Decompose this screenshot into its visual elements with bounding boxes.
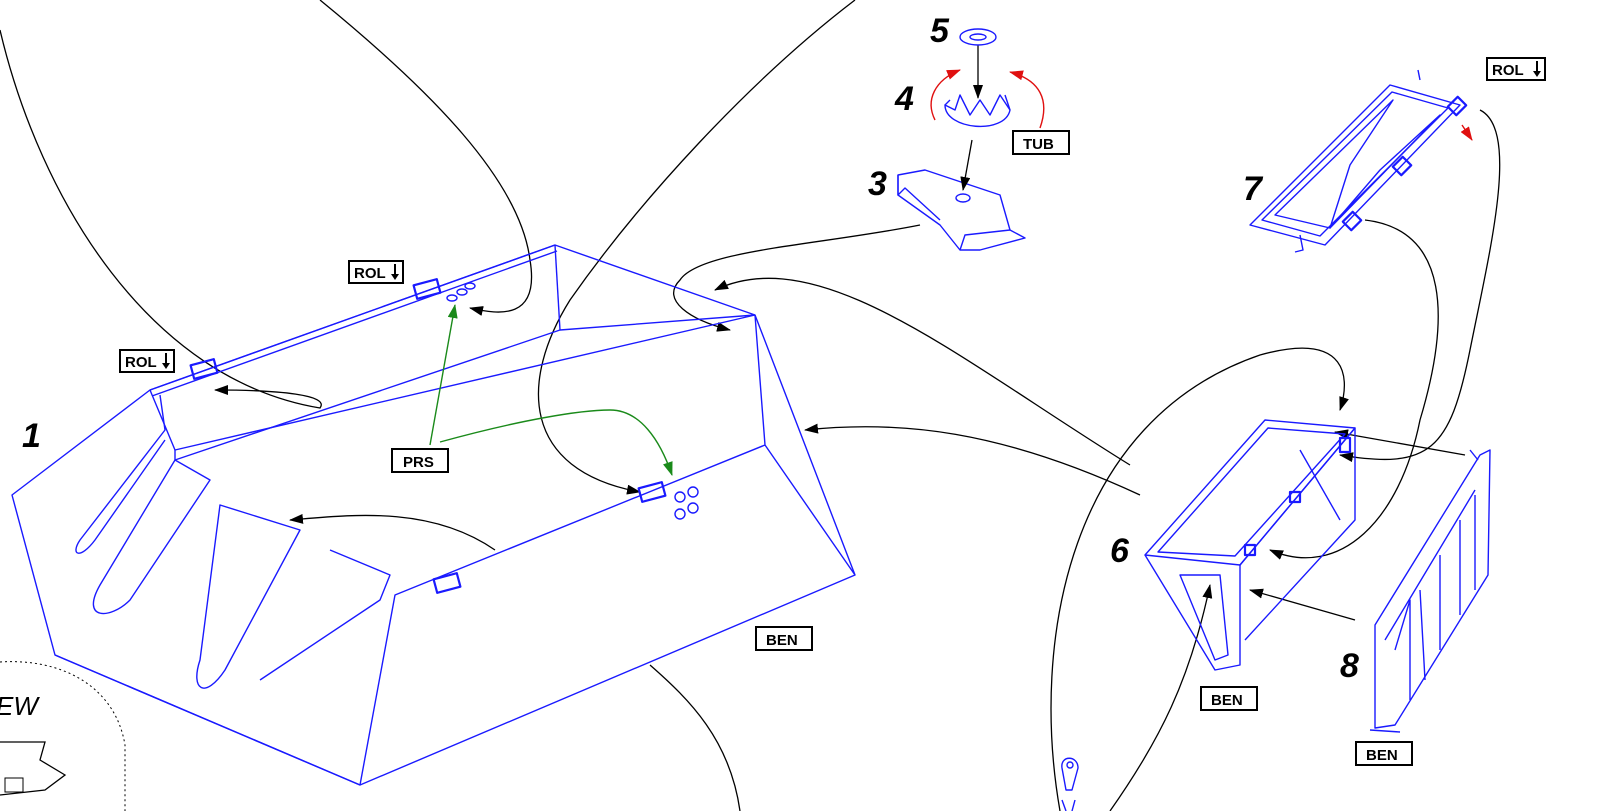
ben-badge-part6: BEN xyxy=(1200,686,1258,711)
tub-badge: TUB xyxy=(1012,130,1070,155)
part-number-1: 1 xyxy=(22,417,41,455)
press-arrows xyxy=(429,304,673,476)
rol-badge-mid: ROL xyxy=(348,260,404,284)
rol-badge-left: ROL xyxy=(119,349,175,373)
svg-text:TUB: TUB xyxy=(1023,136,1054,153)
view-label: EW xyxy=(0,691,40,721)
part-numbers: 1 3 4 5 6 7 8 xyxy=(22,12,1359,685)
svg-text:ROL: ROL xyxy=(354,265,386,282)
leader-curves xyxy=(0,0,1501,811)
svg-text:PRS: PRS xyxy=(403,454,434,471)
svg-text:BEN: BEN xyxy=(766,632,798,649)
part-7-frame xyxy=(1249,69,1473,253)
ben-badge-main: BEN xyxy=(755,626,813,651)
part-number-5: 5 xyxy=(930,12,950,50)
part-6-trough xyxy=(1144,419,1356,671)
latch-fragment xyxy=(1061,757,1079,811)
part-number-8: 8 xyxy=(1340,647,1359,685)
rol-badge-right: ROL xyxy=(1486,57,1546,81)
svg-text:BEN: BEN xyxy=(1366,747,1398,764)
view-inset: EW xyxy=(0,661,126,811)
part-4-clip xyxy=(930,45,1045,129)
svg-text:ROL: ROL xyxy=(1492,62,1524,79)
prs-badge: PRS xyxy=(391,448,449,473)
svg-text:ROL: ROL xyxy=(125,354,157,371)
part-number-7: 7 xyxy=(1243,170,1264,208)
part-8-panel xyxy=(1369,449,1491,733)
part-5-washer xyxy=(959,28,997,46)
part-1-tray xyxy=(11,244,856,786)
part-number-3: 3 xyxy=(868,165,887,203)
instruction-badges: ROL ROL ROL PRS TUB BEN xyxy=(119,57,1546,766)
ben-badge-part8: BEN xyxy=(1355,741,1413,766)
svg-text:BEN: BEN xyxy=(1211,692,1243,709)
part-3-bracket xyxy=(897,139,1026,251)
part-number-4: 4 xyxy=(894,80,914,118)
part-number-6: 6 xyxy=(1110,532,1130,570)
